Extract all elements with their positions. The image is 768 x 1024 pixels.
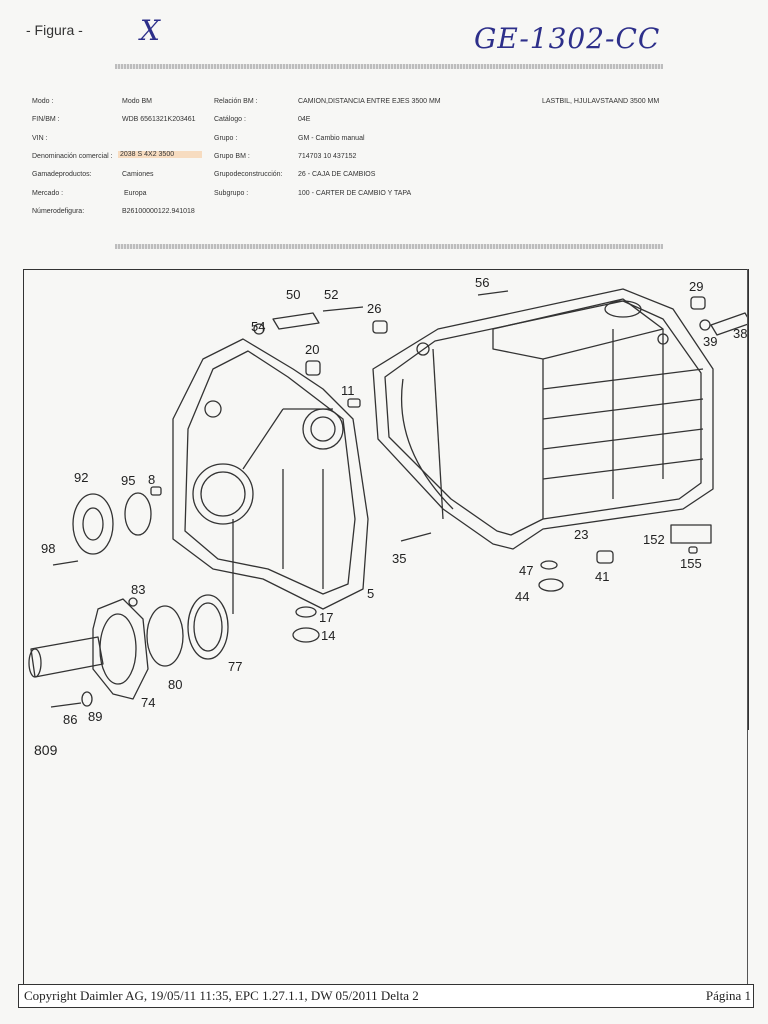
page-indicator: Página 1 (705, 988, 751, 1003)
part-label: 86 (63, 712, 77, 727)
part-label: 50 (286, 287, 300, 302)
gearbox-housing-drawing (372, 288, 714, 550)
part-label: 95 (121, 473, 135, 488)
info-value: Europa (124, 190, 147, 197)
info-value: 714703 10 437152 (298, 153, 357, 160)
part-label: 89 (88, 709, 102, 724)
info-label: Gamadeproductos: (32, 171, 92, 178)
pin-11-drawing (347, 398, 361, 408)
figure-label: - Figura - (26, 22, 83, 38)
info-label: Mercado : (32, 190, 64, 197)
info-label: VIN : (32, 135, 48, 142)
part-label: 14 (321, 628, 335, 643)
info-value: GM - Cambio manual (298, 135, 365, 142)
info-value: Modo BM (122, 98, 152, 105)
info-label: Númerodefigura: (32, 208, 85, 215)
bolt-52-drawing (322, 306, 364, 312)
plug-41-drawing (596, 550, 614, 564)
screw-155-drawing (688, 546, 698, 554)
washer-47-drawing (540, 560, 558, 570)
bearing-cover-drawing (28, 598, 149, 700)
info-value: CAMION,DISTANCIA ENTRE EJES 3500 MM (298, 98, 441, 105)
part-label: 80 (168, 677, 182, 692)
part-label: 41 (595, 569, 609, 584)
o-ring-80-drawing (146, 605, 184, 667)
part-label: 35 (392, 551, 406, 566)
part-label: 83 (131, 582, 145, 597)
plug-20-drawing (305, 360, 321, 376)
figure-page-number: 809 (34, 742, 58, 758)
part-label: 152 (643, 532, 665, 547)
washer-83-drawing (128, 597, 138, 607)
gearbox-exploded-diagram: 50 52 56 29 54 26 38 39 20 11 92 95 8 98… (28, 275, 747, 727)
handwritten-reference: GE-1302-CC (474, 22, 661, 55)
part-label: 26 (367, 301, 381, 316)
washer-17-drawing (295, 606, 317, 618)
info-label: Modo : (32, 98, 54, 105)
sleeve-38-drawing (710, 312, 747, 336)
page-border-right (747, 269, 748, 984)
part-label: 56 (475, 275, 489, 290)
info-label: Grupodeconstrucción: (214, 171, 283, 178)
bolt-98-drawing (52, 560, 79, 566)
washer-89-drawing (81, 691, 93, 707)
info-value-highlighted: 2038 S 4X2 3500 (118, 151, 202, 158)
info-value: 100 - CARTER DE CAMBIO Y TAPA (298, 190, 412, 197)
bottom-divider (115, 244, 663, 249)
nut-54-drawing (253, 323, 265, 335)
pin-8-drawing (150, 486, 162, 496)
info-value: 26 - CAJA DE CAMBIOS (298, 171, 376, 178)
part-label: 20 (305, 342, 319, 357)
part-label: 92 (74, 470, 88, 485)
part-label: 44 (515, 589, 529, 604)
front-housing-drawing (172, 338, 369, 610)
part-label: 47 (519, 563, 533, 578)
footer-box: Copyright Daimler AG, 19/05/11 11:35, EP… (18, 984, 754, 1008)
handwritten-mark: X (140, 14, 160, 47)
seal-77-drawing (187, 594, 229, 660)
part-label: 17 (319, 610, 333, 625)
bracket-50-drawing (272, 312, 320, 330)
part-label: 54 (251, 319, 265, 334)
info-label: Catálogo : (214, 116, 246, 123)
info-label: Grupo BM : (214, 153, 250, 160)
part-label: 52 (324, 287, 338, 302)
part-label: 38 (733, 326, 747, 341)
info-label: Subgrupo : (214, 190, 249, 197)
info-value: Camiones (122, 171, 154, 178)
part-label: 8 (148, 472, 155, 487)
info-label: Grupo : (214, 135, 238, 142)
part-label: 23 (574, 527, 588, 542)
info-label: FIN/BM : (32, 116, 60, 123)
flange-drawing (72, 493, 114, 555)
info-label: Denominación comercial : (32, 153, 113, 160)
bolt-56-drawing (477, 290, 509, 296)
info-label: Relación BM : (214, 98, 258, 105)
o-ring-95-drawing (124, 492, 152, 536)
plug-29-drawing (690, 296, 706, 310)
part-label: 77 (228, 659, 242, 674)
part-label: 29 (689, 279, 703, 294)
part-label: 11 (341, 383, 355, 398)
info-value: 04E (298, 116, 311, 123)
copyright-text: Copyright Daimler AG, 19/05/11 11:35, EP… (24, 988, 419, 1003)
page-border-left (23, 269, 24, 984)
bushing-26-drawing (372, 320, 388, 334)
part-label: 5 (367, 586, 374, 601)
plug-14-drawing (292, 627, 320, 643)
bolt-86-drawing (50, 702, 82, 708)
plate-152-drawing (670, 524, 712, 544)
part-label: 39 (703, 334, 717, 349)
part-label: 155 (680, 556, 702, 571)
part-label: 74 (141, 695, 155, 710)
plug-44-drawing (538, 578, 564, 592)
washer-39-drawing (699, 319, 711, 331)
info-value: B26100000122.941018 (122, 208, 195, 215)
dowel-35-drawing (400, 532, 432, 542)
top-divider (115, 64, 663, 69)
info-extra: LASTBIL, HJULAVSTAAND 3500 MM (542, 98, 660, 105)
part-label: 98 (41, 541, 55, 556)
info-value: WDB 6561321K203461 (122, 116, 196, 123)
